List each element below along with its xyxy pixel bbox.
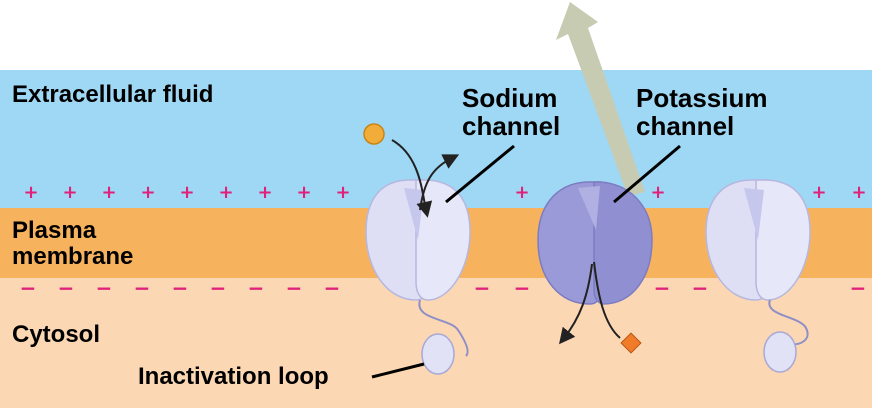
sodium-exit-arrow xyxy=(419,154,460,211)
sodium-ion xyxy=(363,123,385,145)
positive-charge: + xyxy=(101,182,116,203)
positive-charge: + xyxy=(811,182,826,203)
positive-charge: + xyxy=(62,182,77,203)
positive-charge: + xyxy=(650,182,665,203)
negative-charge: − xyxy=(96,276,113,300)
potassium-ion xyxy=(620,332,642,354)
inactivation-ball-left xyxy=(421,333,455,375)
positive-charge: + xyxy=(851,182,866,203)
negative-charge: − xyxy=(210,276,227,300)
potassium-exit-arrow xyxy=(559,263,593,345)
sodium-channel-label: Sodium channel xyxy=(462,84,560,140)
negative-charge: − xyxy=(474,276,491,300)
inactivation-loop-leader xyxy=(371,362,425,379)
potassium-label-line1: Potassium xyxy=(636,83,768,113)
sodium-channel-inactivated xyxy=(705,179,811,346)
negative-charge: − xyxy=(20,276,37,300)
negative-charge: − xyxy=(248,276,265,300)
sodium-entry-arrow xyxy=(391,139,433,218)
positive-charge: + xyxy=(140,182,155,203)
positive-charge: + xyxy=(335,182,350,203)
inactivation-ball-right xyxy=(763,331,797,373)
sodium-label-line2: channel xyxy=(462,111,561,142)
negative-charge: − xyxy=(134,276,151,300)
positive-charge: + xyxy=(23,182,38,203)
plasma-label-line2: membrane xyxy=(12,242,134,270)
negative-charge: − xyxy=(58,276,75,300)
potassium-label-line2: channel xyxy=(636,111,735,142)
potassium-channel xyxy=(537,181,653,305)
potassium-channel-leader xyxy=(613,144,681,204)
negative-charge: − xyxy=(692,276,709,300)
efflux-arrow xyxy=(556,2,645,196)
top-white-area xyxy=(0,0,872,70)
negative-charge: − xyxy=(324,276,341,300)
positive-charge: + xyxy=(218,182,233,203)
plasma-membrane-label: Plasma membrane xyxy=(12,218,133,270)
positive-charge: + xyxy=(296,182,311,203)
negative-charge: − xyxy=(654,276,671,300)
extracellular-fluid-label: Extracellular fluid xyxy=(12,81,214,108)
negative-charge: − xyxy=(172,276,189,300)
plasma-label-line1: Plasma xyxy=(12,217,97,244)
inactivation-loop-label: Inactivation loop xyxy=(138,363,329,390)
positive-charge: + xyxy=(514,182,529,203)
potassium-entry-arrow xyxy=(593,261,621,339)
sodium-channel-leader xyxy=(445,144,515,204)
sodium-label-line1: Sodium xyxy=(462,83,558,113)
negative-charge: − xyxy=(286,276,303,300)
positive-charge: + xyxy=(257,182,272,203)
potassium-channel-label: Potassium channel xyxy=(636,84,768,140)
cytosol-label: Cytosol xyxy=(12,321,101,348)
negative-charge: − xyxy=(850,276,867,300)
negative-charge: − xyxy=(514,276,531,300)
negative-charges-row: −−−−−−−−−−−−−− xyxy=(20,276,867,300)
positive-charges-row: + + + + + + + + + + + + + xyxy=(23,182,866,203)
positive-charge: + xyxy=(179,182,194,203)
